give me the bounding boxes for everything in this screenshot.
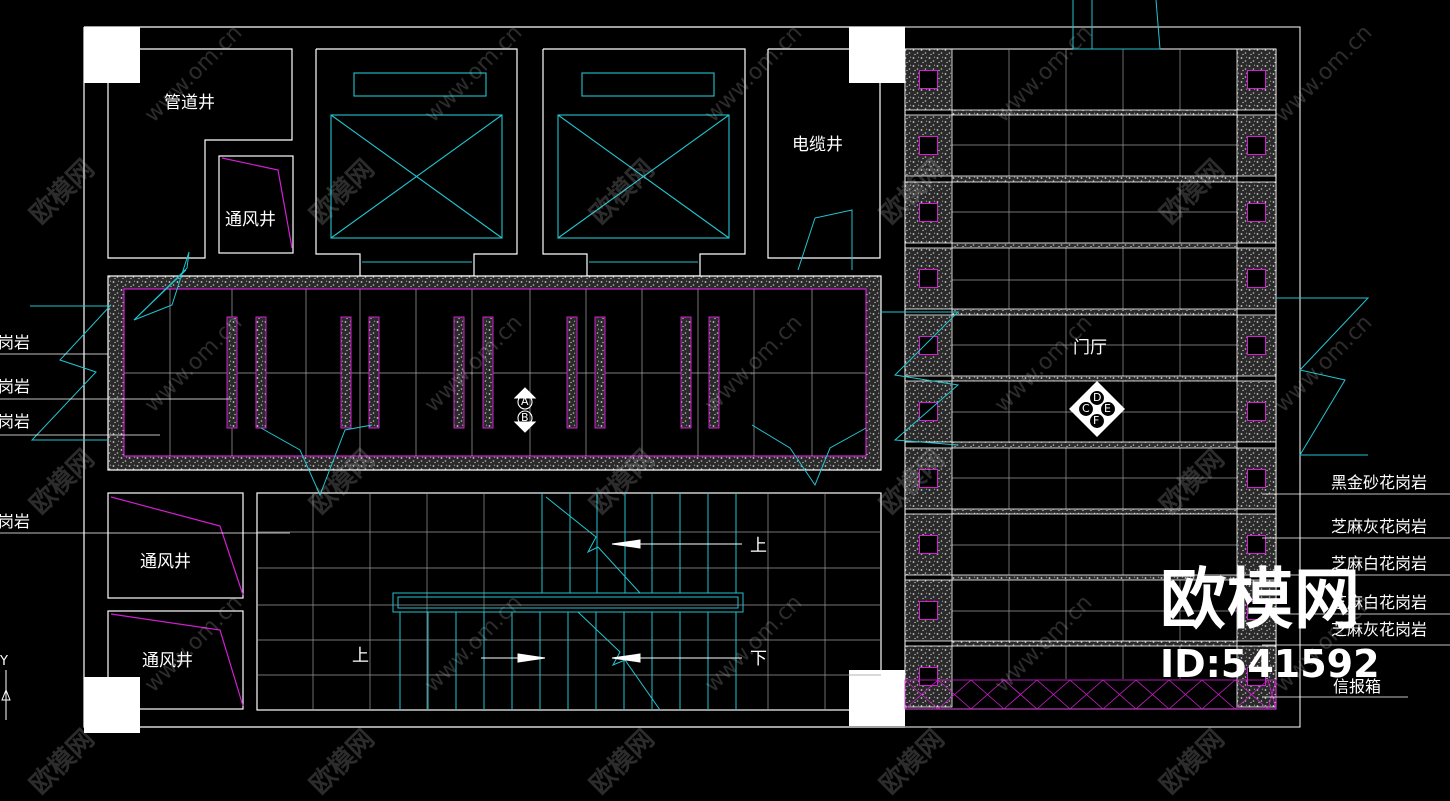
material-left-2: 岗岩 xyxy=(0,377,31,396)
mailbox-cross xyxy=(1102,679,1137,710)
column-inset xyxy=(1247,402,1266,421)
column-inset xyxy=(919,469,938,488)
column-inset xyxy=(1247,203,1266,222)
material-right-2: 芝麻灰花岗岩 xyxy=(1331,517,1428,536)
mailbox-label: 信报箱 xyxy=(1333,677,1382,696)
section-mark-c: C xyxy=(1082,402,1090,415)
brand-logo-text: 欧模网 xyxy=(1160,561,1361,638)
stair-grid xyxy=(257,493,881,710)
hall-stone-band xyxy=(951,308,1238,316)
lobby-light-strips xyxy=(226,316,720,429)
material-right-5: 芝麻灰花岗岩 xyxy=(1331,620,1428,639)
room-vent-shaft-left1-label: 通风井 xyxy=(140,552,191,572)
section-mark-dcef xyxy=(1069,381,1125,437)
mailbox-cross xyxy=(1069,679,1104,710)
hall-stone-band xyxy=(951,175,1238,183)
room-cable-shaft-label: 电缆井 xyxy=(792,135,843,155)
section-mark-e: E xyxy=(1104,402,1111,415)
section-mark-ab xyxy=(513,387,537,433)
column-inset xyxy=(1247,601,1266,620)
y-axis-marker xyxy=(1,670,11,720)
column-inset xyxy=(1247,535,1266,554)
column-inset xyxy=(919,70,938,89)
brand-id-text: ID:541592 xyxy=(1160,642,1380,686)
column-inset xyxy=(1247,667,1266,686)
stair-up-left-label: 上 xyxy=(352,646,369,666)
room-vent-shaft-left2-label: 通风井 xyxy=(142,651,193,671)
mailbox-cross xyxy=(1267,679,1277,710)
hall-stone-band xyxy=(951,375,1238,382)
hall-grid xyxy=(952,49,1237,679)
column-inset xyxy=(919,203,938,222)
mailbox-strip xyxy=(904,679,1277,710)
corner-columns xyxy=(84,27,905,733)
material-right-1: 黑金砂花岗岩 xyxy=(1331,473,1428,492)
mailbox-cross xyxy=(970,679,1005,710)
break-lines xyxy=(30,0,1370,497)
mailbox-cross xyxy=(1201,679,1236,710)
material-right-3: 芝麻白花岗岩 xyxy=(1331,554,1428,573)
mailbox-cross xyxy=(1234,679,1269,710)
hall-column-insets xyxy=(919,70,1266,686)
hall-stone-band xyxy=(951,508,1238,515)
material-left-3: 岗岩 xyxy=(0,412,31,431)
column-inset xyxy=(919,136,938,155)
stair-treads xyxy=(392,493,744,711)
mailbox-cross xyxy=(937,679,972,710)
hall-stone-band xyxy=(951,441,1238,449)
section-mark-a: A xyxy=(521,395,529,408)
mailbox-cross xyxy=(1135,679,1170,710)
column-inset xyxy=(1247,70,1266,89)
section-mark-d: D xyxy=(1093,391,1102,404)
column-inset xyxy=(1247,336,1266,355)
hall-stone-band xyxy=(951,640,1238,647)
hall-border-block xyxy=(904,247,953,310)
room-lobby-label: 门厅 xyxy=(1073,338,1107,358)
y-axis-label: Y xyxy=(0,654,8,669)
mailbox-cross xyxy=(1168,679,1203,710)
section-mark-f: F xyxy=(1093,414,1100,427)
room-pipe-shaft-label: 管道井 xyxy=(164,93,215,113)
core-walls xyxy=(83,26,905,728)
stair-down-right-label: 下 xyxy=(750,649,767,669)
elevator-symbols xyxy=(330,72,730,263)
column-inset xyxy=(919,269,938,288)
hall-border-bands xyxy=(904,48,1277,708)
material-left-1: 岗岩 xyxy=(0,333,31,352)
column-inset xyxy=(1247,136,1266,155)
column-inset xyxy=(1247,269,1266,288)
vent-diagonals xyxy=(110,157,293,707)
mailbox-cross xyxy=(904,679,939,710)
mailbox-outline xyxy=(904,679,1277,710)
column-inset xyxy=(919,667,938,686)
room-vent-shaft-top-label: 通风井 xyxy=(225,210,276,230)
hall-stone-band xyxy=(951,242,1238,249)
material-left-4: 岗岩 xyxy=(0,512,31,531)
material-right-4: 芝麻白花岗岩 xyxy=(1331,593,1428,612)
mailbox-cross xyxy=(1036,679,1071,710)
column-inset xyxy=(1247,469,1266,488)
column-inset xyxy=(919,601,938,620)
mailbox-cross xyxy=(1003,679,1038,710)
stair-up-right-label: 上 xyxy=(750,536,767,556)
section-mark-b: B xyxy=(521,411,529,424)
column-inset xyxy=(919,336,938,355)
hall-stone-band xyxy=(951,109,1238,116)
leader-lines xyxy=(0,353,1450,698)
hall-stone-band xyxy=(951,574,1238,581)
cad-floor-plan xyxy=(0,0,1450,733)
stair-arrows xyxy=(481,539,742,663)
column-inset xyxy=(919,535,938,554)
